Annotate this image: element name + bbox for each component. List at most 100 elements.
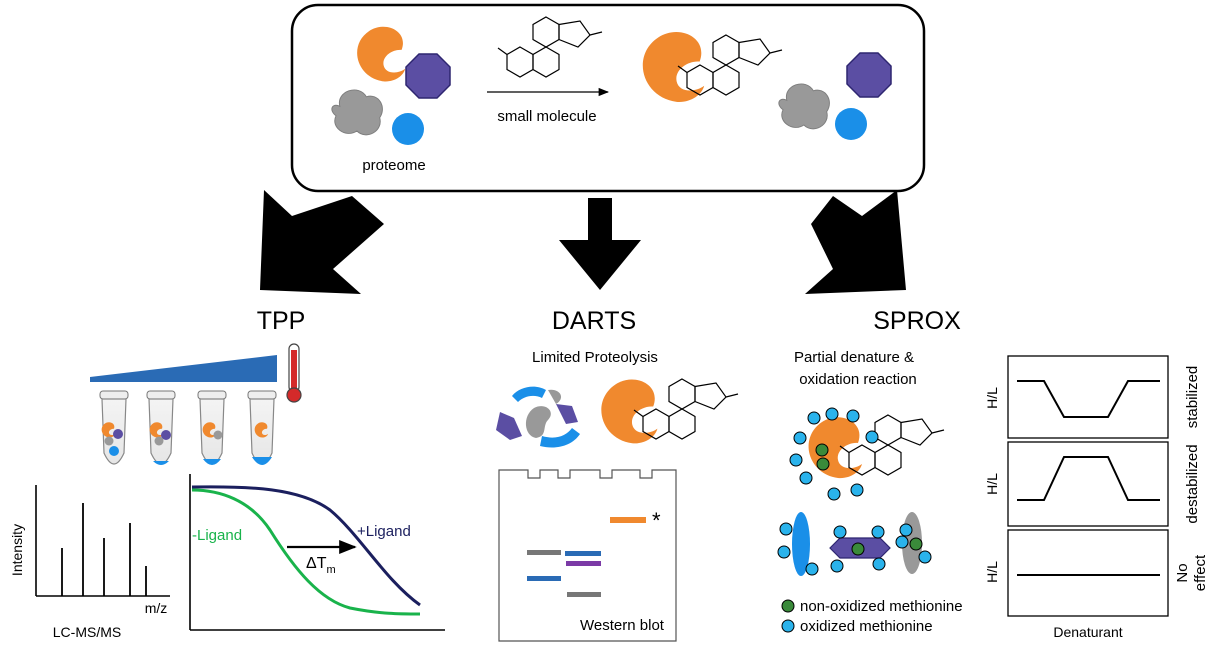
ms-spectrum: Intensity m/z LC-MS/MS bbox=[9, 485, 170, 640]
oxidized-methionine-dot bbox=[871, 525, 885, 539]
oxidized-methionine-dot bbox=[807, 411, 821, 425]
tpp-heat-gradient bbox=[90, 343, 302, 403]
sprox-small-molecule-icon bbox=[839, 414, 945, 476]
blue-fragment-bottom bbox=[540, 428, 580, 448]
delta-tm-label: ΔTm bbox=[306, 555, 336, 576]
blot-band-blue-2 bbox=[527, 576, 561, 581]
oxidized-methionine-dot bbox=[825, 407, 839, 421]
purple-octagon-protein-icon-right bbox=[846, 52, 892, 98]
sprox-legend: non-oxidized methionine oxidized methion… bbox=[781, 598, 963, 635]
spectrum-ylabel: Intensity bbox=[9, 524, 25, 576]
blot-label: Western blot bbox=[580, 617, 665, 634]
thermometer-bulb-icon bbox=[286, 387, 302, 403]
sample-tube-4 bbox=[247, 390, 277, 465]
oxidized-methionine-dot bbox=[793, 431, 807, 445]
tpp-tubes bbox=[99, 390, 277, 465]
purple-fragment-left bbox=[496, 412, 522, 440]
oxidized-methionine-dot bbox=[899, 523, 913, 537]
legend-non-oxidized-swatch bbox=[781, 599, 795, 613]
blue-ellipse-protein-icon bbox=[792, 512, 810, 576]
melt-curve-plot: -Ligand +Ligand ΔTm bbox=[189, 474, 445, 631]
gray-fragment bbox=[525, 406, 551, 438]
blue-fragment-top bbox=[512, 386, 546, 402]
spectrum-xlabel: m/z bbox=[145, 600, 168, 616]
thermometer-fill bbox=[291, 350, 297, 392]
darts-fragments bbox=[496, 386, 580, 448]
proteome-group: proteome bbox=[331, 26, 451, 174]
non-oxidized-methionine-dot bbox=[815, 443, 829, 457]
oxidized-methionine-dot bbox=[918, 550, 932, 564]
sprox-title: SPROX bbox=[873, 307, 961, 335]
blue-sphere-protein-icon bbox=[392, 113, 424, 145]
darts-step-label: Limited Proteolysis bbox=[532, 349, 658, 366]
oxidized-methionine-dot bbox=[830, 559, 844, 573]
sprox-step-label-line2: oxidation reaction bbox=[799, 371, 917, 388]
darts-title: DARTS bbox=[552, 307, 636, 335]
oxidized-methionine-dot bbox=[895, 535, 909, 549]
oxidized-methionine-dot bbox=[846, 409, 860, 423]
sample-tube-3 bbox=[197, 390, 227, 465]
purple-fragment-right bbox=[556, 404, 578, 424]
panel-ylabel: H/L bbox=[984, 387, 1000, 409]
panel-side-label-line2: effect bbox=[1192, 554, 1209, 591]
oxidized-methionine-dot bbox=[789, 453, 803, 467]
sample-tube-1 bbox=[99, 390, 129, 465]
minus-ligand-curve bbox=[191, 488, 421, 616]
blot-band-blue-1 bbox=[565, 551, 601, 556]
oxidized-methionine-dot bbox=[865, 430, 879, 444]
panel-frame bbox=[1007, 441, 1169, 527]
tpp-title: TPP bbox=[257, 307, 306, 335]
oxidized-methionine-dot bbox=[827, 487, 841, 501]
temperature-gradient-wedge bbox=[90, 355, 277, 382]
darts-protected-complex bbox=[601, 378, 739, 444]
legend-oxidized-swatch bbox=[781, 619, 795, 633]
sprox-panel-no-effect: H/L No effect bbox=[984, 529, 1209, 617]
sample-tube-2 bbox=[146, 390, 176, 465]
arrow-to-darts bbox=[559, 198, 641, 290]
panel-side-label: stabilized bbox=[1184, 366, 1201, 429]
top-box bbox=[290, 3, 926, 193]
sprox-bound-complex bbox=[789, 407, 945, 501]
blot-asterisk: * bbox=[652, 508, 661, 533]
stabilized-trace bbox=[1017, 380, 1160, 418]
panel-side-label: destabilized bbox=[1184, 444, 1201, 523]
blot-band-gray-2 bbox=[567, 592, 601, 597]
sprox-unbound-proteins bbox=[777, 512, 932, 576]
blot-band-orange bbox=[610, 517, 646, 523]
plus-ligand-label: +Ligand bbox=[357, 523, 411, 540]
legend-oxidized-label: oxidized methionine bbox=[800, 618, 933, 635]
arrow-to-tpp bbox=[260, 190, 384, 294]
legend-non-oxidized-label: non-oxidized methionine bbox=[800, 598, 963, 615]
panel-side-label-line1: No bbox=[1174, 563, 1191, 582]
proteome-label: proteome bbox=[362, 157, 425, 174]
oxidized-methionine-dot bbox=[779, 522, 793, 536]
protected-orange-protein-icon bbox=[601, 379, 658, 444]
oxidized-methionine-dot bbox=[805, 562, 819, 576]
sprox-panel-destabilized: H/L destabilized bbox=[984, 441, 1201, 527]
oxidized-methionine-dot bbox=[872, 557, 886, 571]
panel-frame bbox=[1007, 529, 1169, 617]
sprox-panel-stabilized: H/L stabilized bbox=[984, 355, 1201, 439]
oxidized-methionine-dot bbox=[777, 545, 791, 559]
sprox-xlabel: Denaturant bbox=[1053, 624, 1122, 640]
panel-ylabel: H/L bbox=[984, 473, 1000, 495]
delta-tm-subscript: m bbox=[326, 564, 335, 576]
blot-band-purple bbox=[566, 561, 601, 566]
reaction-arrow-group: small molecule bbox=[487, 16, 610, 125]
minus-ligand-label: -Ligand bbox=[192, 527, 242, 544]
blot-band-gray-1 bbox=[527, 550, 561, 555]
gray-fragment-2 bbox=[548, 389, 562, 404]
spectrum-caption: LC-MS/MS bbox=[53, 624, 121, 640]
non-oxidized-methionine-dot bbox=[816, 457, 830, 471]
oxidized-methionine-dot bbox=[833, 525, 847, 539]
western-blot: * Western blot bbox=[498, 469, 677, 642]
destabilized-trace bbox=[1017, 456, 1160, 501]
blue-sphere-protein-icon-right bbox=[835, 108, 867, 140]
delta-tm-symbol: ΔT bbox=[306, 555, 327, 572]
non-oxidized-methionine-dot bbox=[851, 542, 865, 556]
arrow-to-sprox bbox=[805, 190, 906, 294]
panel-ylabel: H/L bbox=[984, 561, 1000, 583]
reaction-label: small molecule bbox=[497, 108, 596, 125]
plus-ligand-curve bbox=[191, 485, 421, 607]
